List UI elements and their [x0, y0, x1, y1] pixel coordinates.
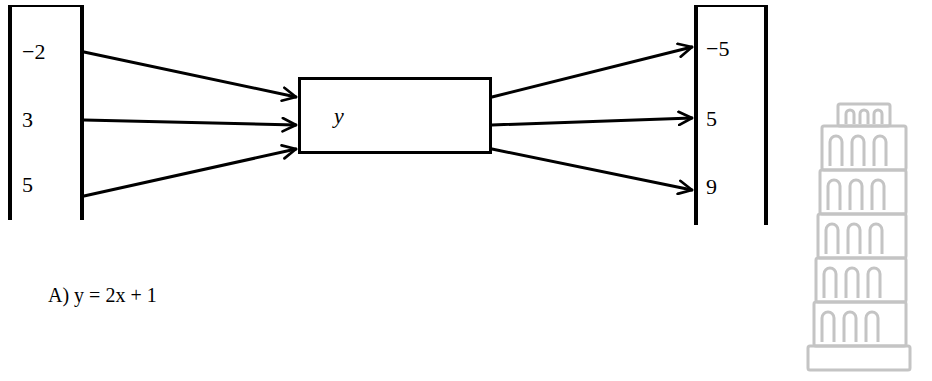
- mapping-arrow: [492, 118, 692, 125]
- set-value: 5: [22, 171, 33, 199]
- tower-arches: [830, 136, 886, 166]
- pisa-tower: [808, 104, 910, 370]
- tower-tier: [820, 170, 906, 214]
- tower-base: [808, 346, 910, 370]
- set-value: 5: [706, 105, 717, 133]
- mapping-arrow: [84, 149, 296, 196]
- tower-tier: [822, 126, 906, 170]
- mapping-arrow: [492, 47, 692, 97]
- answer-option: A) y = 2x + 1: [48, 282, 157, 308]
- tower-tier: [816, 258, 906, 302]
- input-set-box: −2 3 5: [8, 5, 84, 220]
- tower-arches: [824, 268, 880, 298]
- function-variable: y: [334, 102, 344, 130]
- set-value: −5: [706, 35, 729, 63]
- tower-tier: [814, 302, 906, 346]
- set-value: −2: [22, 38, 45, 66]
- set-value: 9: [706, 173, 717, 201]
- tower-arches: [846, 110, 882, 124]
- tower-arches: [828, 180, 884, 210]
- tower-top: [838, 104, 890, 126]
- tower-arches: [822, 312, 878, 342]
- tower-arches: [826, 224, 882, 254]
- tower-tier: [818, 214, 906, 258]
- mapping-arrow: [492, 149, 692, 190]
- set-value: 3: [22, 106, 33, 134]
- mapping-arrow: [84, 120, 296, 125]
- output-set-box: −5 5 9: [694, 5, 768, 225]
- function-box: y: [298, 77, 492, 154]
- mapping-arrow: [84, 52, 296, 97]
